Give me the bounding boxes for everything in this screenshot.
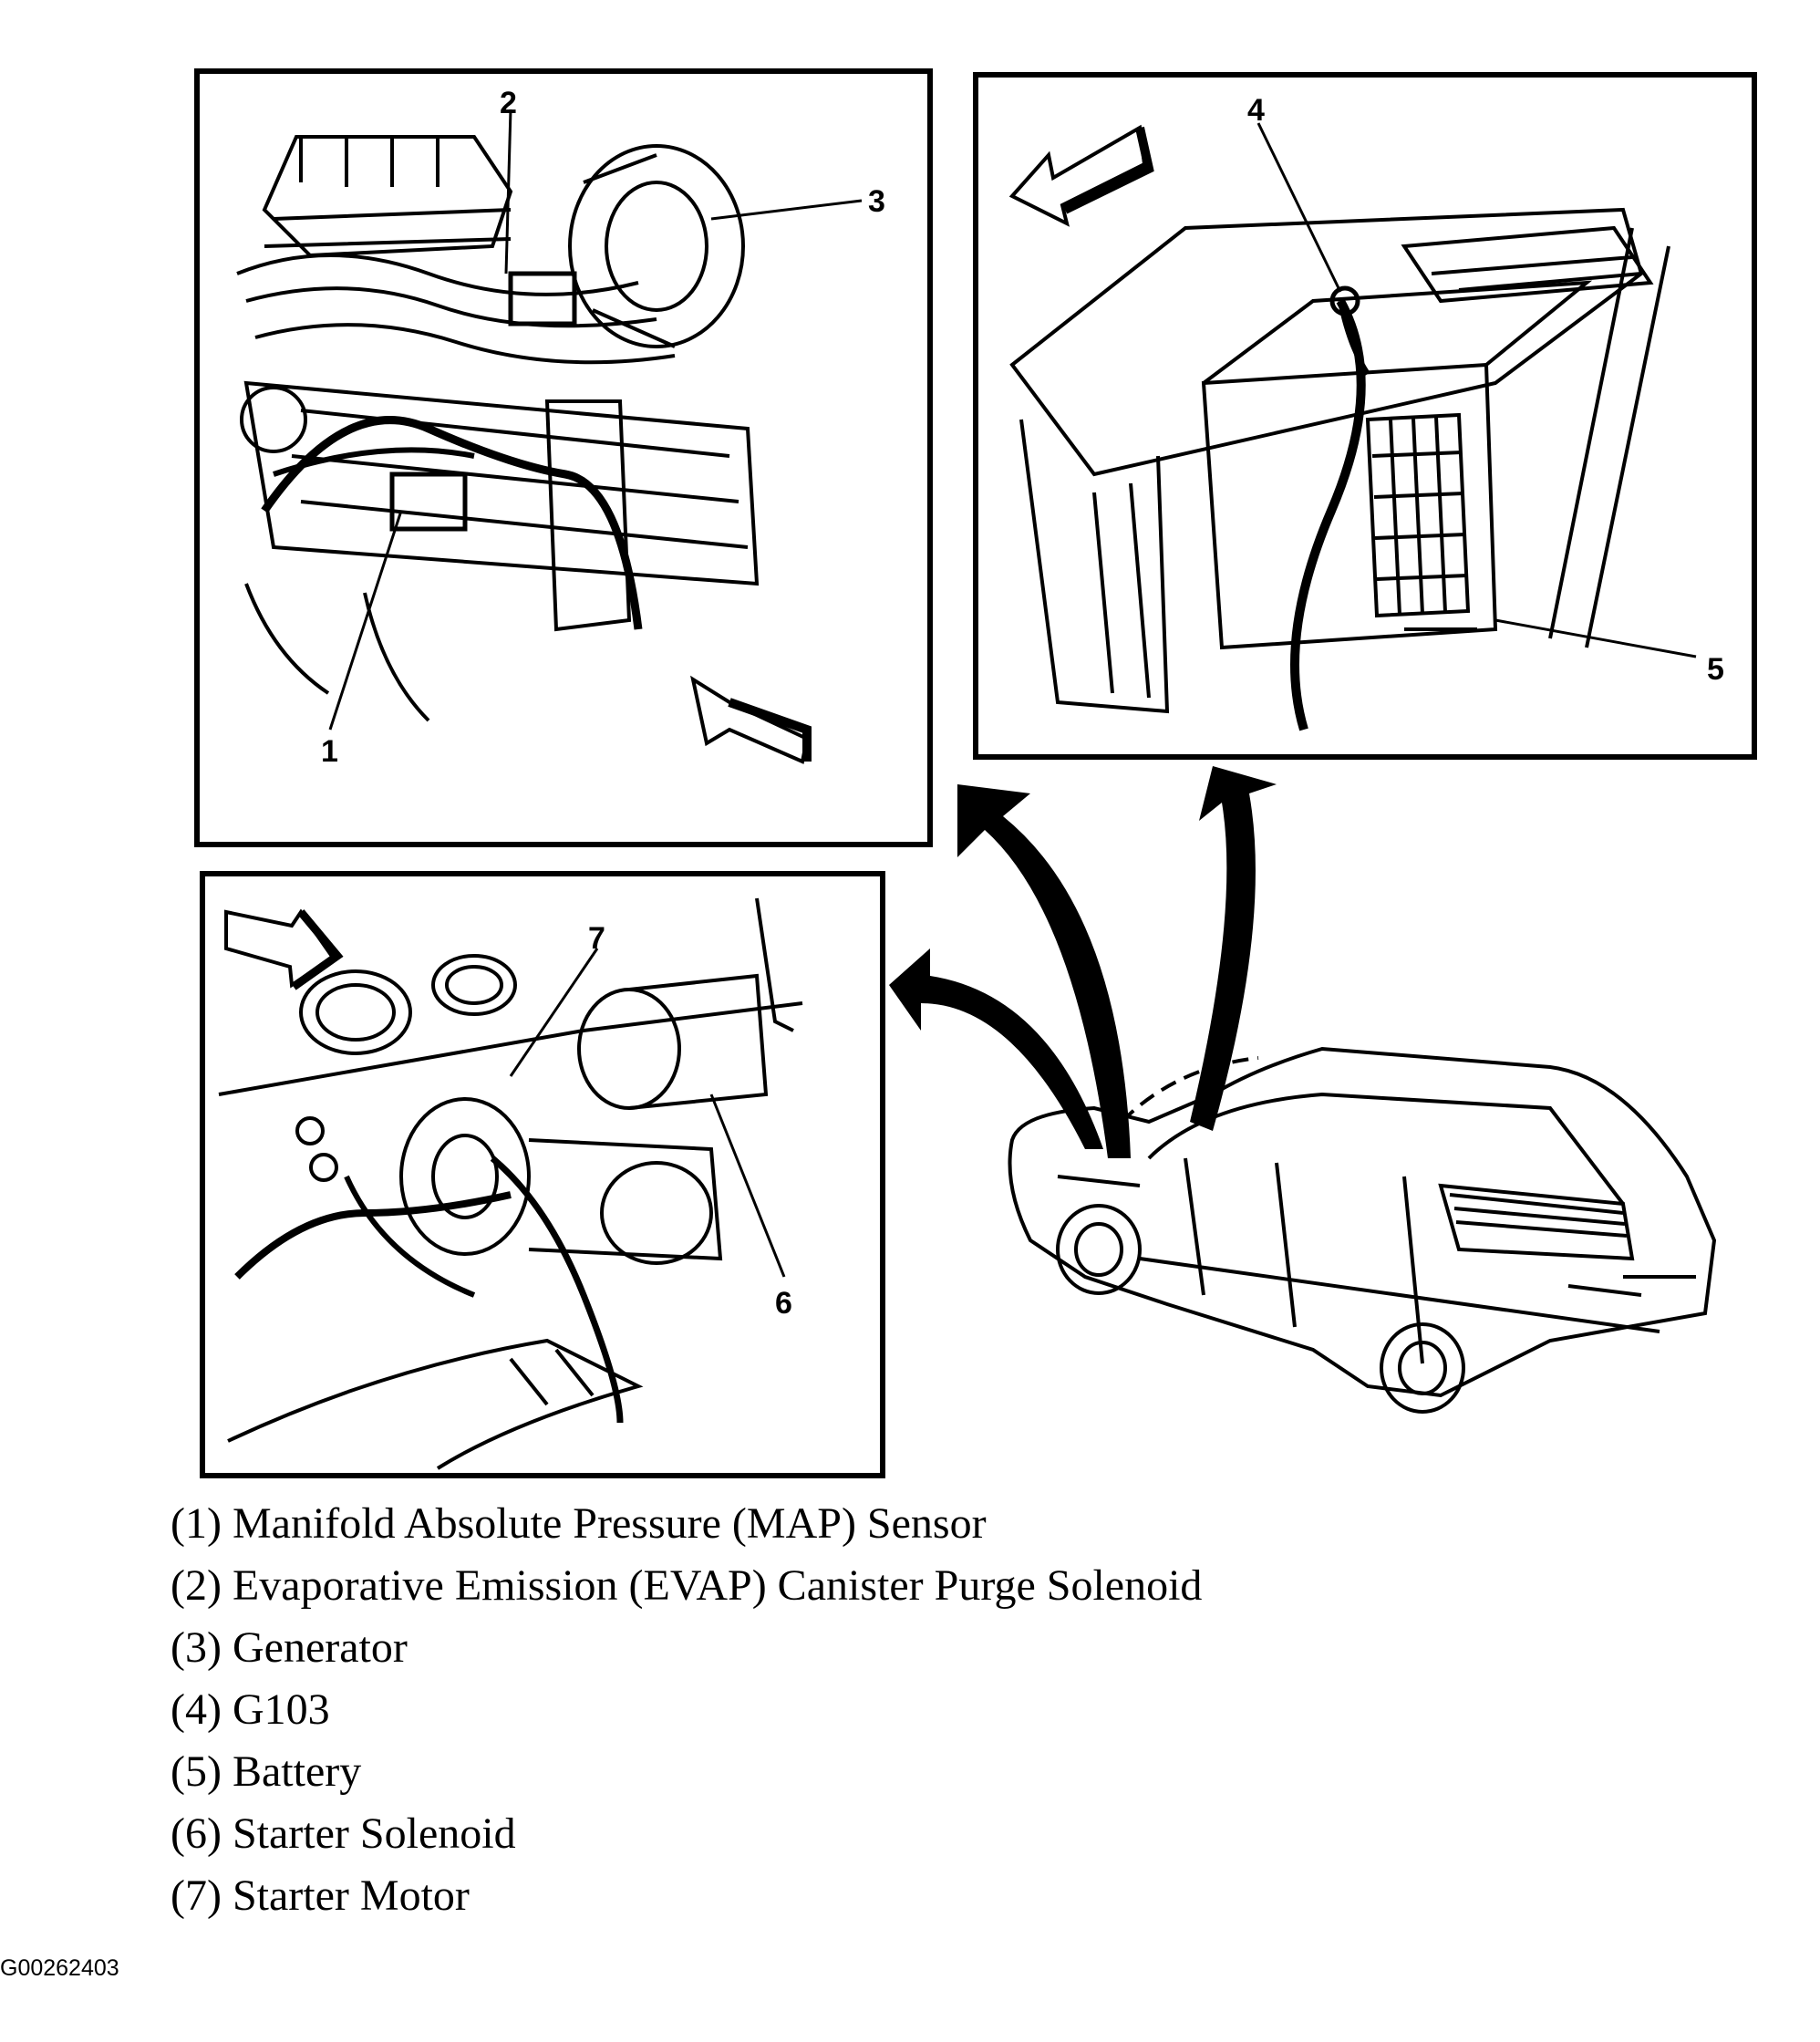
callout-4: 4 [1247,93,1265,128]
legend-item-evap-purge-solenoid: (2) Evaporative Emission (EVAP) Canister… [171,1561,1203,1610]
arrow-to-engine-view [957,784,1131,1158]
callout-6: 6 [775,1286,792,1321]
arrow-to-battery-view [1190,766,1277,1131]
callout-5: 5 [1707,652,1724,687]
battery-view-panel: 4 5 [973,72,1757,760]
callout-3: 3 [868,184,885,219]
legend-item-map-sensor: (1) Manifold Absolute Pressure (MAP) Sen… [171,1499,987,1548]
arrow-to-starter-view [889,948,1103,1149]
engine-top-view-panel: 2 3 1 [194,68,933,847]
legend-item-starter-motor: (7) Starter Motor [171,1871,470,1920]
legend-item-g103: (4) G103 [171,1685,330,1734]
figure-id: G00262403 [0,1955,119,1981]
pointer-arrows [889,766,1277,1158]
component-locator-diagram: 2 3 1 [194,68,1757,1478]
component-legend: (1) Manifold Absolute Pressure (MAP) Sen… [171,1493,1538,1927]
sedan-illustration [1008,1046,1717,1414]
callout-1: 1 [321,734,338,769]
callout-7: 7 [588,921,605,956]
legend-item-battery: (5) Battery [171,1747,362,1796]
legend-item-starter-solenoid: (6) Starter Solenoid [171,1809,516,1858]
callout-2: 2 [500,86,517,120]
legend-item-generator: (3) Generator [171,1623,408,1672]
starter-view-panel: 7 6 [200,871,885,1478]
